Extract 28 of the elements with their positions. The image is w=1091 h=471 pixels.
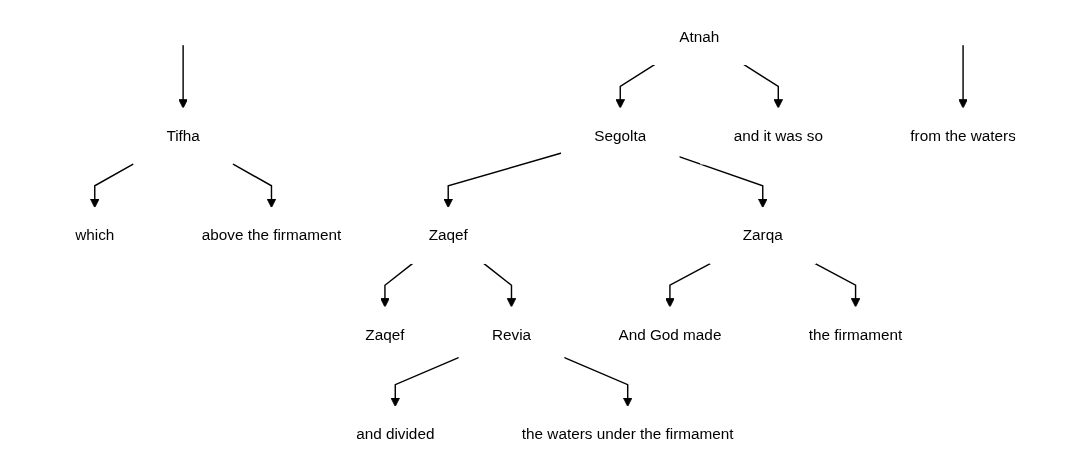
node-text: the firmament [808,325,903,344]
node-text: And God made [618,325,722,344]
arrow [615,63,656,109]
arrow [380,262,414,308]
arrow [814,262,861,308]
node-text: which [75,226,115,244]
arrow [390,356,460,407]
arrow [678,155,768,209]
node-text: above the firmament [201,226,342,244]
arrow [89,163,135,209]
node-text: Zaqef [365,325,405,344]
arrow [563,356,633,407]
node-text: and it was so [733,126,823,145]
arrow [665,262,712,308]
arrow [742,63,784,109]
node-text: Revia [491,325,532,344]
node-text: Atnah [679,27,720,45]
arrow [178,44,188,109]
node-text: Zarqa [742,226,783,244]
node-text: Segolta [594,126,647,145]
node-text: Zaqef [428,226,468,244]
arrow [482,262,517,308]
arrow [231,163,277,209]
node-text: from the waters [910,126,1016,145]
node-text: the waters under the firmament [521,425,734,443]
arrow [958,44,968,109]
node-text: and divided [356,425,435,443]
node-text: Tifha [166,126,200,145]
